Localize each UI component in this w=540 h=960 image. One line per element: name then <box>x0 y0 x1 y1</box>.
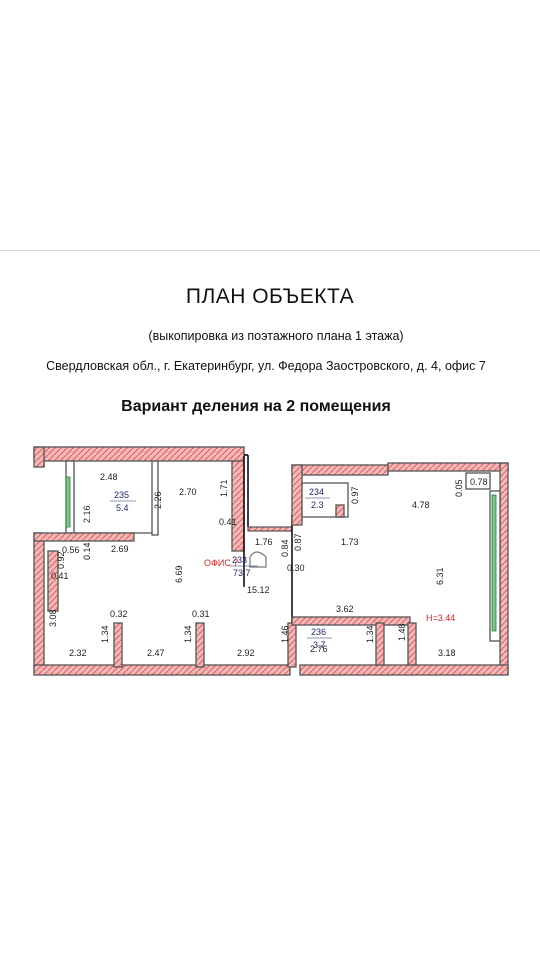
office-area: 15.12 <box>247 585 270 595</box>
room-234-number: 234 <box>309 487 324 497</box>
dim-3-18: 3.18 <box>438 648 456 658</box>
dim-0-84: 0.84 <box>280 539 290 557</box>
dim-1-76: 1.76 <box>255 537 273 547</box>
dim-2-70: 2.70 <box>179 487 197 497</box>
dim-2-47: 2.47 <box>147 648 165 658</box>
room-234-area: 2.3 <box>311 500 324 510</box>
dim-0-41-a: 0.41 <box>219 517 237 527</box>
dim-0-97: 0.97 <box>350 486 360 504</box>
dim-4-78: 4.78 <box>412 500 430 510</box>
walls-wc <box>243 515 293 623</box>
dim-3-08: 3.08 <box>48 609 58 627</box>
dim-0-56: 0.56 <box>62 545 80 555</box>
room-235-area: 5.4 <box>116 503 129 513</box>
dim-1-34-c: 1.34 <box>365 625 375 643</box>
dim-0-92: 0.92 <box>56 551 66 569</box>
dim-1-34-b: 1.34 <box>183 625 193 643</box>
room-233-area: 73.7 <box>233 568 251 578</box>
dimension-labels: 2.48 2.16 2.26 2.70 1.71 0.41 0.56 0.14 … <box>48 472 488 658</box>
dim-6-69: 6.69 <box>174 565 184 583</box>
dim-0-78: 0.78 <box>470 477 488 487</box>
dim-2-26: 2.26 <box>153 491 163 509</box>
dim-2-16: 2.16 <box>82 505 92 523</box>
dim-2-32: 2.32 <box>69 648 87 658</box>
dim-1-71: 1.71 <box>219 479 229 497</box>
dim-0-14: 0.14 <box>82 542 92 560</box>
plan-subtitle: (выкопировка из поэтажного плана 1 этажа… <box>148 329 404 343</box>
floor-plan-drawing: 235 5.4 234 2.3 233 73.7 236 3.7 ОФИС 7 … <box>33 446 509 676</box>
dim-2-76: 2.76 <box>310 644 328 654</box>
dim-1-73: 1.73 <box>341 537 359 547</box>
walls-left-block <box>33 446 297 676</box>
dim-1-34-a: 1.34 <box>100 625 110 643</box>
floor-plan-document: ПЛАН ОБЪЕКТА (выкопировка из поэтажного … <box>0 250 540 711</box>
dim-2-69: 2.69 <box>111 544 129 554</box>
room-236-number: 236 <box>311 627 326 637</box>
room-233-number: 233 <box>232 555 247 565</box>
ceiling-height: H=3.44 <box>426 613 455 623</box>
dim-1-48: 1.48 <box>397 623 407 641</box>
dim-6-31: 6.31 <box>435 567 445 585</box>
room-236-area: 3.7 <box>313 640 326 650</box>
dim-0-30: 0.30 <box>287 563 305 573</box>
dim-0-41-b: 0.41 <box>51 571 69 581</box>
plan-address: Свердловская обл., г. Екатеринбург, ул. … <box>46 359 486 373</box>
dim-0-32: 0.32 <box>110 609 128 619</box>
office-label: ОФИС 7 <box>204 558 238 568</box>
dim-0-31: 0.31 <box>192 609 210 619</box>
room-235-number: 235 <box>114 490 129 500</box>
dim-2-92: 2.92 <box>237 648 255 658</box>
dim-1-46: 1.46 <box>280 625 290 643</box>
plan-variant: Вариант деления на 2 помещения <box>121 398 391 415</box>
walls-right-block <box>291 462 509 676</box>
dim-3-62: 3.62 <box>336 604 354 614</box>
dim-0-87: 0.87 <box>293 533 303 551</box>
dim-2-48: 2.48 <box>100 472 118 482</box>
dim-0-05: 0.05 <box>454 479 464 497</box>
plan-title: ПЛАН ОБЪЕКТА <box>185 285 355 308</box>
